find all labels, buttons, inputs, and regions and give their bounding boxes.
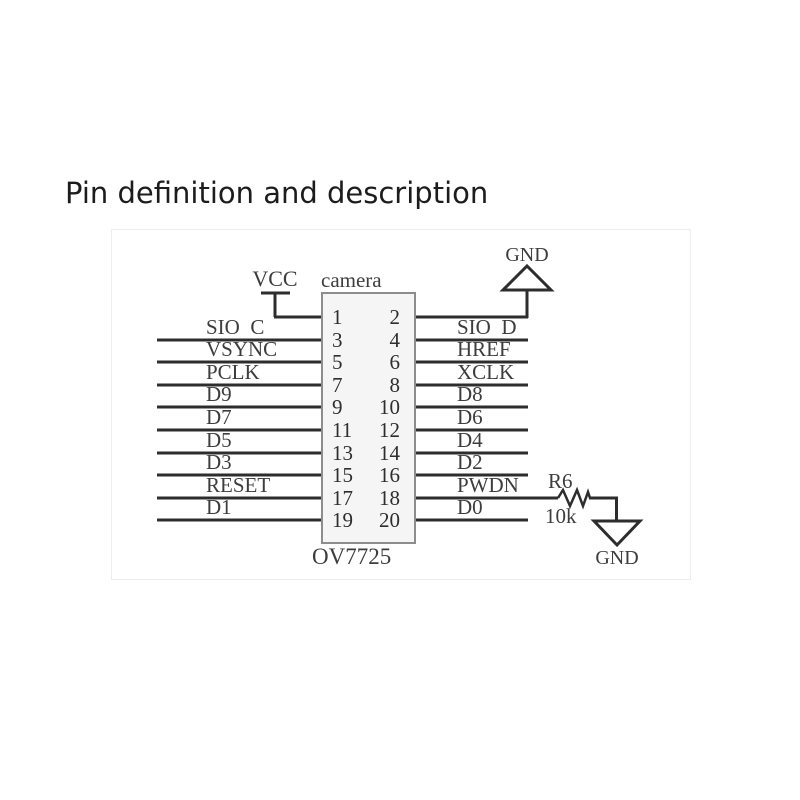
pin-number-14: 14 — [379, 441, 400, 465]
pin-number-3: 3 — [332, 328, 343, 352]
net-label-d2: D2 — [457, 450, 483, 474]
vcc-label: VCC — [252, 266, 298, 291]
resistor-zigzag — [556, 486, 592, 510]
net-label-pclk: PCLK — [206, 360, 260, 384]
net-label-xclk: XCLK — [457, 360, 515, 384]
pin-number-13: 13 — [332, 441, 353, 465]
vcc-symbol — [261, 291, 322, 319]
right-wires — [415, 338, 528, 522]
net-label-d1: D1 — [206, 495, 232, 519]
pin-number-8: 8 — [389, 373, 401, 397]
pin-number-7: 7 — [332, 373, 343, 397]
net-label-d7: D7 — [206, 405, 232, 429]
net-label-sio-c: SIO C — [206, 315, 265, 339]
net-label-d5: D5 — [206, 428, 232, 452]
pin-number-19: 19 — [332, 508, 353, 532]
pin-number-16: 16 — [379, 463, 400, 487]
pin-number-2: 2 — [389, 305, 401, 329]
net-label-d6: D6 — [457, 405, 483, 429]
resistor-r6-net — [415, 486, 618, 521]
pin-number-5: 5 — [332, 350, 343, 374]
page-title: Pin definition and description — [65, 176, 489, 210]
net-label-d9: D9 — [206, 382, 232, 406]
connector-box — [321, 292, 416, 544]
schematic-frame — [111, 229, 691, 580]
net-label-d0: D0 — [457, 495, 483, 519]
net-label-pwdn: PWDN — [457, 473, 519, 497]
pin-number-17: 17 — [332, 486, 353, 510]
gnd-symbol-bottom — [590, 519, 644, 548]
gnd-top-label: GND — [505, 244, 549, 266]
pin-number-10: 10 — [379, 395, 400, 419]
pin-number-9: 9 — [332, 395, 343, 419]
left-wires — [157, 338, 322, 522]
net-label-href: HREF — [457, 337, 511, 361]
net-label-d8: D8 — [457, 382, 483, 406]
gnd-symbol-top — [415, 263, 555, 319]
pin-number-11: 11 — [332, 418, 353, 442]
net-label-d3: D3 — [206, 450, 232, 474]
pin-number-15: 15 — [332, 463, 353, 487]
net-label-d4: D4 — [457, 428, 483, 452]
connector-part-label: OV7725 — [312, 544, 392, 569]
net-label-vsync: VSYNC — [206, 337, 278, 361]
connector-name-label: camera — [321, 268, 382, 292]
pin-number-12: 12 — [379, 418, 400, 442]
gnd-bottom-label: GND — [595, 547, 639, 569]
net-label-reset: RESET — [206, 473, 271, 497]
resistor-ref-label: R6 — [548, 469, 573, 493]
resistor-value-label: 10k — [545, 504, 577, 528]
pin-number-18: 18 — [379, 486, 400, 510]
net-label-sio-d: SIO D — [457, 315, 517, 339]
pin-number-4: 4 — [389, 328, 401, 352]
pin-number-1: 1 — [332, 305, 343, 329]
pin-number-20: 20 — [379, 508, 400, 532]
pin-number-6: 6 — [389, 350, 401, 374]
